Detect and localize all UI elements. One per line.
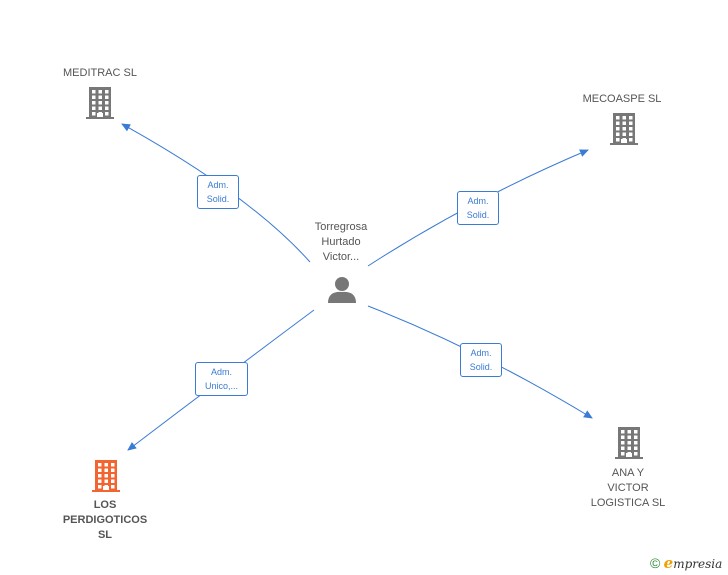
center-person-label[interactable]: Torregrosa Hurtado Victor...: [314, 221, 368, 263]
footer-brand: © empresia: [650, 554, 722, 572]
edge-label-perdigoticos[interactable]: Adm. Unico,...: [195, 362, 248, 396]
person-icon[interactable]: [328, 277, 356, 303]
edge-label-mecoaspe[interactable]: Adm. Solid.: [457, 191, 499, 225]
edge-label-meditrac[interactable]: Adm. Solid.: [197, 175, 239, 209]
company-label-perdigoticos[interactable]: LOS PERDIGOTICOS SL: [62, 499, 148, 541]
copyright-symbol: ©: [650, 555, 661, 571]
building-icon-mecoaspe[interactable]: [610, 113, 638, 145]
building-icon-meditrac[interactable]: [86, 87, 114, 119]
building-icon-anyvictor[interactable]: [615, 427, 643, 459]
brand-logo: empresia: [663, 554, 723, 572]
company-label-anyvictor[interactable]: ANA Y VICTOR LOGISTICA SL: [590, 467, 666, 509]
edge-label-anyvictor[interactable]: Adm. Solid.: [460, 343, 502, 377]
company-label-mecoaspe[interactable]: MECOASPE SL: [582, 93, 662, 105]
building-icon-perdigoticos[interactable]: [92, 460, 120, 492]
company-label-meditrac[interactable]: MEDITRAC SL: [63, 67, 137, 79]
